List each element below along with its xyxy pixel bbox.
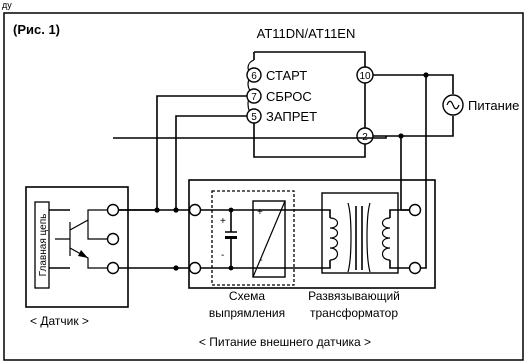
terminal-10-number: 10 [359, 71, 371, 82]
svg-text:+: + [220, 216, 226, 227]
rectifier-rails [201, 209, 295, 269]
transistor-arrow-icon [78, 250, 88, 258]
secondary-coil-icon [329, 217, 339, 261]
sensor-internal-leads [49, 209, 70, 269]
transformer-label-line2: трансформатор [310, 306, 398, 320]
sensor-box [25, 186, 129, 308]
terminal-5-number: 5 [251, 112, 257, 123]
common-line [113, 136, 387, 139]
relay-model: AT11DN/AT11EN [257, 26, 356, 41]
transistor-output [87, 220, 107, 240]
transformer-box [321, 192, 399, 274]
transformer-primary-leads [389, 209, 409, 269]
rectifier-label-line1: Схема [229, 289, 265, 303]
ac-wave-icon [446, 100, 460, 110]
label-start: СТАРТ [266, 68, 307, 83]
reset-line [115, 95, 247, 211]
main-circuit-box [34, 201, 50, 289]
svg-text:+: + [257, 207, 263, 218]
rectifier-label-line2: выпрямления [209, 306, 285, 320]
label-reset: СБРОС [266, 89, 312, 104]
sensor-power-lines [119, 209, 189, 269]
power-label: Питание [468, 98, 519, 113]
transistor-icon [55, 209, 107, 269]
capacitor-icon [225, 210, 237, 268]
main-circuit-label: Главная цепь [38, 214, 49, 277]
svg-text:-: - [221, 250, 224, 261]
header-fragment: ду [2, 0, 12, 10]
relay-bracket [247, 59, 256, 119]
terminal-6-number: 6 [251, 71, 257, 82]
power-supply-wires [373, 74, 454, 137]
supply-caption: < Питание внешнего датчика > [199, 335, 371, 349]
terminal-7-number: 7 [251, 92, 257, 103]
svg-text:-: - [259, 254, 263, 266]
primary-feed-top [415, 75, 427, 269]
transformer-core-icon [355, 206, 363, 270]
rectifier-box [211, 190, 295, 286]
primary-coil-icon [381, 217, 391, 261]
transformer-secondary-leads [295, 209, 331, 269]
label-inhibit: ЗАПРЕТ [266, 109, 317, 124]
sensor-caption: < Датчик > [30, 314, 89, 328]
inhibit-line [175, 115, 247, 210]
relay-terminal-6 [246, 67, 262, 83]
relay-body [253, 51, 366, 158]
figure-caption: (Рис. 1) [13, 22, 60, 37]
transformer-label-line1: Развязывающий [308, 289, 400, 303]
converter-icon [252, 200, 286, 278]
figure-frame [3, 12, 524, 361]
primary-feed-bottom [400, 136, 415, 211]
external-supply-box [188, 179, 436, 289]
